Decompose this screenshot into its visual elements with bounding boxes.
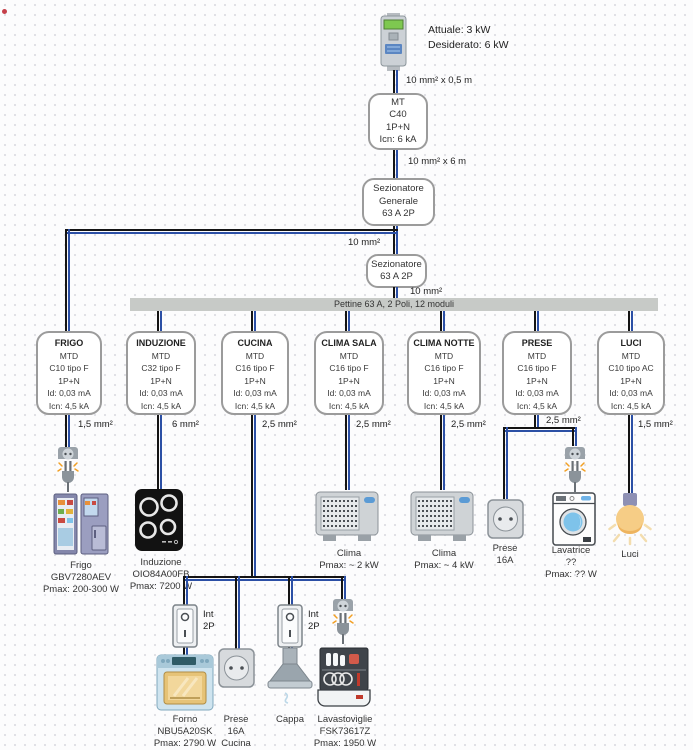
wire-pettine-cucina bbox=[251, 311, 256, 331]
socket-icon[interactable] bbox=[218, 648, 255, 688]
wire-induzione-load bbox=[157, 415, 162, 490]
breaker-clima-notte[interactable]: CLIMA NOTTE MTD C16 tipo F 1P+N Id: 0,03… bbox=[407, 331, 481, 415]
wire-label-luci: 1,5 mm² bbox=[638, 419, 673, 430]
wire-luci-load bbox=[628, 415, 633, 494]
wire-prese-lavatrice bbox=[572, 427, 577, 446]
forno-label: Forno NBU5A20SK Pmax: 2790 W bbox=[153, 714, 217, 749]
plug-icon bbox=[332, 599, 354, 644]
wire-label-clima-notte: 2,5 mm² bbox=[451, 419, 486, 430]
node-sezionatore[interactable]: Sezionatore 63 A 2P bbox=[366, 254, 427, 288]
plug-icon bbox=[564, 447, 586, 492]
clima-sala-label: Clima Pmax: ~ 2 kW bbox=[319, 548, 379, 571]
wire-prese-socket bbox=[503, 427, 508, 499]
breaker-luci[interactable]: LUCI MTD C10 tipo AC 1P+N Id: 0,03 mA Ic… bbox=[597, 331, 665, 415]
wire-forno-drop bbox=[183, 576, 188, 606]
ac-unit-icon[interactable] bbox=[410, 489, 474, 544]
node-sezionatore-generale[interactable]: Sezionatore Generale 63 A 2P bbox=[362, 178, 435, 226]
wire-label-cucina: 2,5 mm² bbox=[262, 419, 297, 430]
wire-meter-to-mt bbox=[393, 70, 398, 94]
wire-lavastoviglie-drop bbox=[341, 576, 346, 600]
oven-icon[interactable] bbox=[156, 654, 214, 711]
wire-label-mt-sezgen: 10 mm² x 6 m bbox=[408, 156, 467, 167]
pettine-bus-bar[interactable]: Pettine 63 A, 2 Poli, 12 moduli bbox=[130, 298, 658, 311]
wire-label-frigo: 1,5 mm² bbox=[78, 419, 113, 430]
wire-pettine-clima-notte bbox=[440, 311, 445, 331]
switch-forno-label: Int 2P bbox=[203, 609, 215, 632]
breaker-prese[interactable]: PRESE MTD C16 tipo F 1P+N Id: 0,03 mA Ic… bbox=[502, 331, 572, 415]
washing-machine-icon[interactable] bbox=[552, 492, 596, 547]
wire-sezgen-down bbox=[393, 226, 398, 254]
fridge-icon[interactable] bbox=[52, 492, 110, 558]
wire-label-clima-sala: 2,5 mm² bbox=[356, 419, 391, 430]
wire-label-sez-pettine: 10 mm² bbox=[410, 286, 443, 297]
wire-label-frigo-feed: 10 mm² bbox=[348, 237, 381, 248]
frigo-label: Frigo GBV7280AEV Pmax: 200-300 W bbox=[42, 560, 120, 595]
light-bulb-icon[interactable] bbox=[608, 492, 652, 546]
cappa-label: Cappa bbox=[276, 714, 304, 725]
wire-pettine-luci bbox=[628, 311, 633, 331]
wire-cucina-load bbox=[251, 415, 256, 578]
breaker-clima-sala[interactable]: CLIMA SALA MTD C16 tipo F 1P+N Id: 0,03 … bbox=[314, 331, 384, 415]
range-hood-icon[interactable] bbox=[265, 648, 315, 704]
induction-hob-icon[interactable] bbox=[135, 489, 183, 551]
clima-notte-label: Clima Pmax: ~ 4 kW bbox=[414, 548, 474, 571]
lavatrice-label: Lavatrice ?? Pmax: ?? W bbox=[545, 545, 597, 580]
wire-cappa-drop bbox=[288, 576, 293, 606]
wire-label-meter-mt: 10 mm² x 0,5 m bbox=[406, 75, 472, 86]
wire-cucina-split bbox=[183, 576, 346, 581]
socket-icon[interactable] bbox=[487, 499, 524, 539]
luci-label: Luci bbox=[621, 549, 639, 560]
wire-branch-frigo-horizontal bbox=[65, 229, 398, 234]
wire-sez-to-pettine bbox=[393, 287, 398, 298]
wire-label-induzione: 6 mm² bbox=[172, 419, 199, 430]
lavastoviglie-label: Lavastoviglie FSK73617Z Pmax: 1950 W bbox=[313, 714, 377, 749]
ac-unit-icon[interactable] bbox=[315, 489, 379, 544]
wire-prese-split bbox=[503, 427, 577, 432]
wire-clima-notte-load bbox=[440, 415, 445, 490]
node-mt-breaker[interactable]: MT C40 1P+N Icn: 6 kA bbox=[368, 93, 428, 150]
switch-icon[interactable] bbox=[172, 604, 198, 648]
switch-icon[interactable] bbox=[277, 604, 303, 648]
prese-cucina-label: Prese 16A Cucina bbox=[221, 714, 251, 749]
prese-label: Prese 16A bbox=[492, 543, 518, 566]
wire-pettine-clima-sala bbox=[345, 311, 350, 331]
wire-prese-load bbox=[534, 415, 539, 427]
wire-branch-frigo-vertical bbox=[65, 229, 70, 331]
red-marker-dot bbox=[2, 9, 7, 14]
breaker-cucina[interactable]: CUCINA MTD C16 tipo F 1P+N Id: 0,03 mA I… bbox=[221, 331, 289, 415]
induzione-label: Induzione OIO84A00FB Pmax: 7200 W bbox=[129, 557, 193, 592]
wire-pettine-prese bbox=[534, 311, 539, 331]
dishwasher-icon[interactable] bbox=[316, 646, 372, 710]
plug-icon bbox=[57, 447, 79, 492]
breaker-frigo[interactable]: FRIGO MTD C10 tipo F 1P+N Id: 0,03 mA Ic… bbox=[36, 331, 102, 415]
wire-mt-to-sezgen bbox=[393, 150, 398, 178]
switch-cappa-label: Int 2P bbox=[308, 609, 320, 632]
wire-clima-sala-load bbox=[345, 415, 350, 490]
wire-label-prese: 2,5 mm² bbox=[546, 415, 581, 426]
energy-meter-icon[interactable] bbox=[380, 13, 407, 71]
breaker-induzione[interactable]: INDUZIONE MTD C32 tipo F 1P+N Id: 0,03 m… bbox=[126, 331, 196, 415]
wire-frigo-load bbox=[65, 415, 70, 448]
wire-prese-cucina-drop bbox=[235, 576, 240, 650]
wire-pettine-induzione bbox=[157, 311, 162, 331]
meter-power-label: Attuale: 3 kW Desiderato: 6 kW bbox=[428, 24, 509, 51]
wire-switch-forno-out bbox=[183, 646, 188, 656]
